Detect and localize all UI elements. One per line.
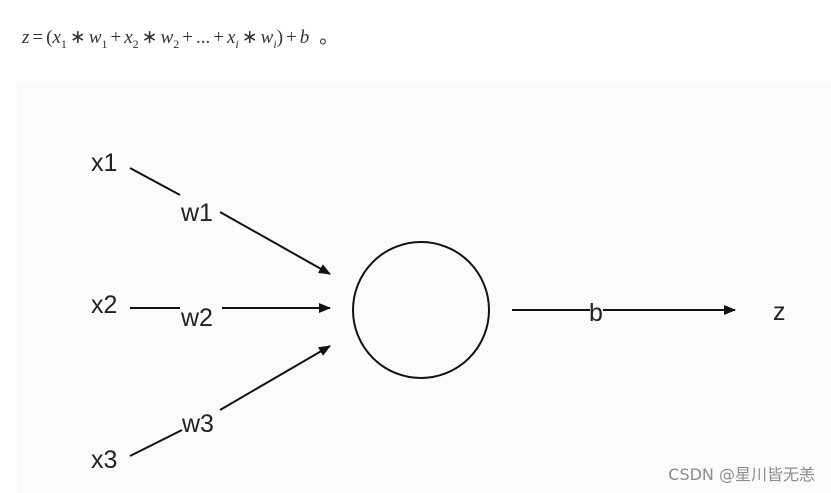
watermark: CSDN @星川皆无恙	[668, 465, 815, 484]
formula-x2-sub: 2	[132, 36, 139, 51]
formula-plus-3: +	[213, 27, 224, 48]
formula-w2: w	[160, 27, 174, 48]
edge-x3-arrow	[219, 345, 331, 411]
formula-w2-sub: 2	[173, 36, 180, 51]
edge-x1-segment	[129, 167, 181, 196]
formula-times-1: ∗	[69, 27, 86, 48]
input-label-x3: x3	[91, 446, 117, 474]
formula-wi-sub: i	[273, 36, 277, 51]
formula-open-paren: (	[46, 27, 53, 48]
formula-times-2: ∗	[141, 27, 158, 48]
formula-w1-sub: 1	[101, 36, 108, 51]
formula-xi-sub: i	[235, 36, 239, 51]
formula-x2: x	[124, 27, 133, 48]
neuron-diagram-panel	[17, 82, 831, 493]
formula-x1-sub: 1	[60, 36, 67, 51]
formula-plus-4: +	[286, 27, 297, 48]
formula-b: b	[299, 27, 310, 48]
input-label-x1: x1	[91, 149, 117, 177]
edge-x1-arrow	[219, 211, 331, 275]
weight-label-w1: w1	[180, 199, 213, 227]
edge-x3-segment	[129, 429, 183, 457]
neuron-node	[352, 241, 490, 379]
bias-label-b: b	[589, 299, 603, 327]
formula-equals: =	[32, 27, 44, 48]
output-label-z: z	[773, 298, 786, 326]
formula: z=(x1∗w1+x2∗w2+...+xi∗wi)+b。	[22, 22, 338, 52]
formula-w1: w	[88, 27, 102, 48]
weight-label-w3: w3	[181, 410, 214, 438]
formula-plus-1: +	[110, 27, 122, 48]
weight-label-w2: w2	[180, 304, 213, 332]
formula-x1: x	[52, 27, 61, 48]
formula-ellipsis: ...	[195, 27, 211, 48]
formula-wi: w	[260, 27, 274, 48]
input-label-x2: x2	[91, 291, 117, 319]
formula-times-3: ∗	[241, 27, 258, 48]
formula-close-paren: )	[276, 27, 284, 48]
formula-z: z	[22, 27, 30, 48]
formula-plus-2: +	[182, 27, 193, 48]
formula-period: 。	[319, 27, 339, 48]
formula-xi: x	[226, 27, 236, 48]
